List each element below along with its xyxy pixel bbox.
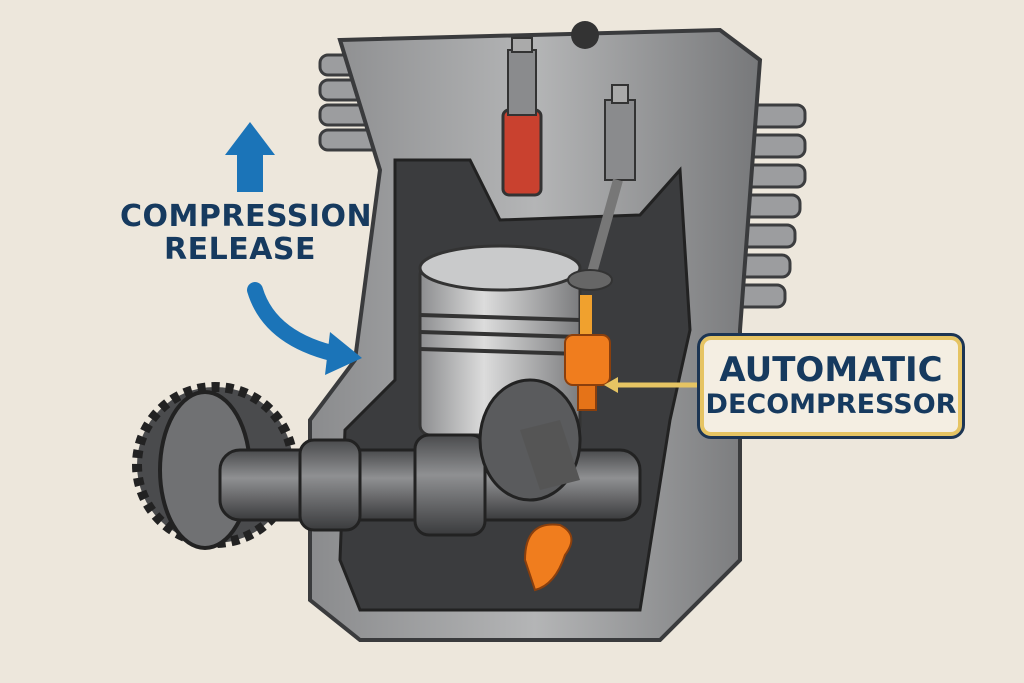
automatic-decompressor <box>564 295 611 411</box>
intake-valve <box>501 37 543 197</box>
decompressor-label-line2: DECOMPRESSOR <box>705 388 957 420</box>
decompressor-label-line1: AUTOMATIC <box>719 350 943 391</box>
orange-cam <box>523 523 573 592</box>
automatic-decompressor-label: AUTOMATIC DECOMPRESSOR <box>697 333 965 439</box>
compression-release-line2: RELEASE <box>163 232 317 267</box>
exhaust-valve <box>567 84 636 291</box>
curved-arrow-icon <box>247 282 362 375</box>
cap <box>571 21 599 49</box>
compression-release-label: COMPRESSION RELEASE <box>120 199 373 267</box>
compression-release-line1: COMPRESSION <box>120 199 373 234</box>
up-arrow-icon <box>225 122 275 192</box>
crankshaft <box>218 378 642 537</box>
